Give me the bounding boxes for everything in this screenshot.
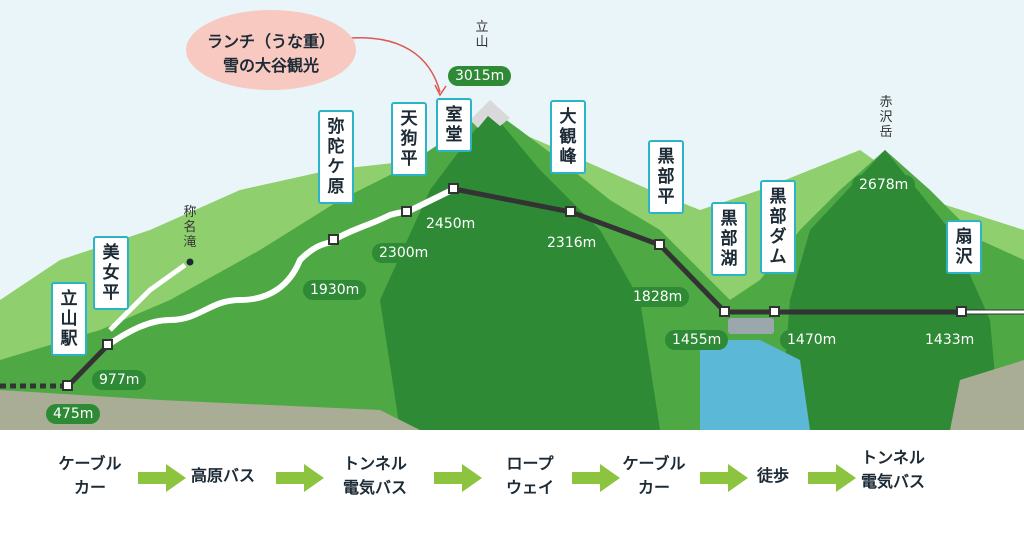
transport-tunnel-bus-1: トンネル 電気バス bbox=[342, 454, 407, 497]
kurobe-dam bbox=[728, 318, 774, 334]
node-ogisawa bbox=[956, 306, 967, 317]
node-murodo bbox=[448, 183, 459, 194]
transport-legend: ケーブル カー 高原バス トンネル 電気バス ロープ ウェイ ケーブル カー 徒… bbox=[0, 440, 1024, 538]
alt-kurobeko: 1455m bbox=[665, 330, 729, 350]
arrow-right-icon bbox=[434, 464, 482, 492]
station-bijodaira: 美 女 平 bbox=[93, 236, 129, 310]
transport-tunnel-bus-2: トンネル 電気バス bbox=[860, 448, 925, 491]
arrow-right-icon bbox=[572, 464, 620, 492]
alt-bijodaira: 977m bbox=[92, 370, 147, 390]
node-midagahara bbox=[328, 234, 339, 245]
node-daikanbo bbox=[565, 206, 576, 217]
arrow-right-icon bbox=[808, 464, 856, 492]
transport-cable-car-1: ケーブル カー bbox=[58, 454, 122, 497]
route-scene bbox=[0, 0, 1024, 430]
station-midagahara: 弥 陀 ケ 原 bbox=[318, 110, 354, 204]
alt-daikanbo: 2316m bbox=[540, 233, 604, 253]
lunch-arrow bbox=[349, 36, 441, 93]
shomyo-dot bbox=[186, 258, 194, 266]
ground-right bbox=[950, 360, 1024, 430]
node-kurobedam bbox=[769, 306, 780, 317]
highland-bus-road bbox=[106, 237, 337, 348]
station-kurobedam: 黒 部 ダ ム bbox=[760, 180, 796, 274]
arrow-right-icon bbox=[276, 464, 324, 492]
cable-car-line bbox=[66, 343, 110, 388]
akazawa-ridge bbox=[780, 150, 1000, 430]
station-daikanbo: 大 観 峰 bbox=[550, 100, 586, 174]
alt-tengudaira: 2300m bbox=[372, 243, 436, 263]
station-kurobeko: 黒 部 湖 bbox=[711, 202, 747, 276]
node-kurobeko bbox=[719, 306, 730, 317]
alt-kurobedam: 1470m bbox=[780, 330, 844, 350]
station-tateyama-eki: 立 山 駅 bbox=[51, 282, 87, 356]
alt-ogisawa: 1433m bbox=[918, 330, 982, 350]
node-bijodaira bbox=[102, 339, 113, 350]
lunch-arrowhead bbox=[434, 84, 447, 97]
snow-cap bbox=[470, 100, 510, 128]
peak-akazawa-label: 赤 沢 岳 bbox=[879, 95, 893, 140]
transport-ropeway: ロープ ウェイ bbox=[505, 454, 554, 497]
transport-highland-bus: 高原バス bbox=[190, 466, 255, 485]
alt-murodo: 2450m bbox=[419, 214, 483, 234]
alt-midagahara: 1930m bbox=[303, 280, 367, 300]
alt-tateyama-eki: 475m bbox=[46, 404, 101, 424]
bus-road-top bbox=[405, 186, 456, 215]
peak-tateyama-alt: 3015m bbox=[448, 66, 512, 86]
lunch-line-1: ランチ（うな重） bbox=[206, 32, 335, 51]
node-tateyama-eki bbox=[62, 380, 73, 391]
arrow-right-icon bbox=[700, 464, 748, 492]
arrow-right-icon bbox=[138, 464, 186, 492]
alt-kurobedaira: 1828m bbox=[626, 287, 690, 307]
peak-shomyo-label: 称 名 滝 bbox=[183, 205, 197, 250]
node-tengudaira bbox=[401, 206, 412, 217]
transport-cable-car-2: ケーブル カー bbox=[622, 454, 686, 497]
lunch-bubble: ランチ（うな重） 雪の大谷観光 bbox=[186, 10, 356, 90]
station-tengudaira: 天 狗 平 bbox=[391, 102, 427, 176]
node-kurobedaira bbox=[654, 239, 665, 250]
lunch-line-2: 雪の大谷観光 bbox=[222, 56, 319, 75]
shomyo-falls bbox=[108, 262, 187, 332]
transport-walk: 徒歩 bbox=[756, 466, 789, 485]
station-murodo: 室 堂 bbox=[436, 98, 472, 152]
peak-tateyama-label: 立 山 bbox=[475, 20, 489, 50]
ground-left bbox=[0, 390, 420, 430]
kurobe-lake bbox=[700, 340, 810, 430]
station-kurobedaira: 黒 部 平 bbox=[648, 140, 684, 214]
peak-akazawa-alt: 2678m bbox=[852, 175, 916, 195]
station-ogisawa: 扇 沢 bbox=[946, 220, 982, 274]
